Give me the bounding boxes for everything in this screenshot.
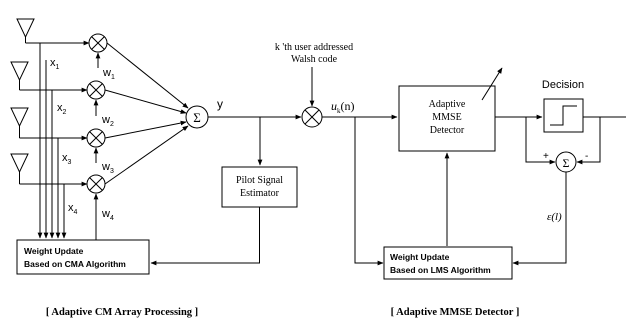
- cma-update-label: Based on CMA Algorithm: [24, 259, 126, 269]
- error-summer-icon: Σ: [555, 151, 577, 173]
- antenna-icon: [16, 18, 35, 43]
- mmse-detector-label: Adaptive: [429, 99, 466, 110]
- pilot-estimator-label: Pilot Signal: [236, 175, 283, 186]
- despread-output-label: uk(n): [331, 99, 355, 115]
- adaptive-mmse-detector-block: [398, 85, 496, 152]
- input-label-x3: x3: [62, 152, 72, 166]
- cma-update-label: Weight Update: [24, 246, 84, 256]
- despread-multiplier-icon: [301, 106, 323, 128]
- error-label: ε(l): [547, 211, 562, 223]
- multiplier-icon: [86, 128, 106, 148]
- lms-update-label: Based on LMS Algorithm: [390, 265, 491, 275]
- multiplier-icon: [86, 174, 106, 194]
- error-sign-minus: -: [585, 151, 588, 162]
- lms-update-label: Weight Update: [390, 252, 450, 262]
- lms-weight-update-block: [383, 246, 513, 280]
- svg-text:Σ: Σ: [563, 156, 570, 170]
- pilot-signal-estimator-block: [221, 166, 298, 208]
- summer-icon: Σ: [185, 105, 209, 129]
- error-sign-plus: +: [543, 151, 549, 162]
- antenna-icon: [10, 153, 29, 184]
- weight-label-w4: w4: [101, 208, 114, 222]
- walsh-code-label: k 'th user addressed: [275, 42, 353, 53]
- multiplier-icon: [86, 80, 106, 100]
- adaptation-arrow-icon: [481, 67, 503, 101]
- pilot-estimator-label: Estimator: [240, 188, 280, 199]
- cma-weight-update-block: [16, 239, 150, 275]
- weight-label-w1: w1: [102, 67, 115, 81]
- antenna-icon: [10, 107, 29, 138]
- decision-label: Decision: [542, 79, 584, 91]
- mmse-detector-label: Detector: [430, 125, 465, 136]
- antenna-icon: [10, 61, 29, 90]
- walsh-code-label: Walsh code: [291, 54, 338, 65]
- step-function-icon: [550, 105, 577, 126]
- weight-arrows: [93, 52, 101, 240]
- caption-cm-array: [ Adaptive CM Array Processing ]: [46, 307, 198, 318]
- antenna-feed-lines: [19, 40, 90, 239]
- summer-input-lines: [104, 42, 189, 185]
- mmse-detector-label: MMSE: [432, 112, 461, 123]
- weight-label-w2: w2: [101, 114, 114, 128]
- weight-label-w3: w3: [101, 161, 114, 175]
- caption-mmse-detector: [ Adaptive MMSE Detector ]: [391, 307, 520, 318]
- array-output-label: y: [217, 97, 223, 111]
- multiplier-icon: [88, 33, 108, 53]
- input-label-x2: x2: [57, 102, 67, 116]
- input-label-x4: x4: [68, 202, 78, 216]
- svg-text:Σ: Σ: [193, 110, 201, 125]
- input-label-x1: x1: [50, 57, 60, 71]
